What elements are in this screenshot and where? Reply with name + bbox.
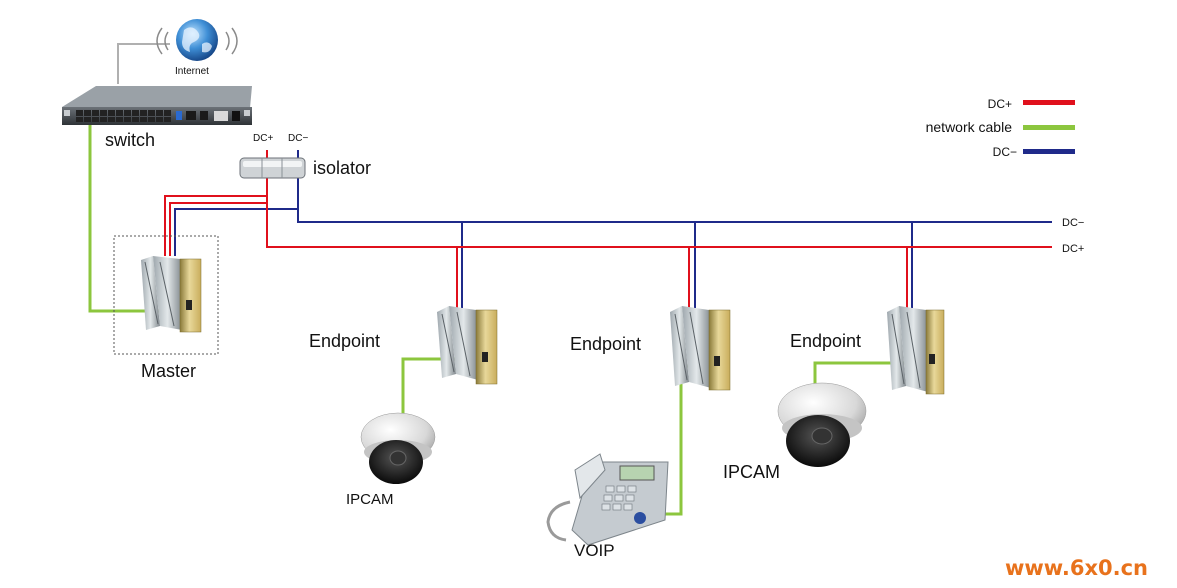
legend-swatch-dc-minus (1023, 149, 1075, 154)
legend-swatch-dc-plus (1023, 100, 1075, 105)
isolator-dc-plus-label: DC+ (253, 133, 273, 144)
voip-phone (546, 453, 669, 546)
dc-minus-wires (174, 150, 1052, 308)
watermark: www.6x0.cn (1005, 556, 1148, 580)
ipcam-label-2: IPCAM (723, 462, 780, 482)
dome-camera-2 (777, 382, 867, 467)
isolator-device (239, 157, 306, 179)
endpoint-label-2: Endpoint (570, 334, 641, 354)
endpoint-device-2 (670, 306, 731, 391)
legend-swatch-network-cable (1023, 125, 1075, 130)
legend: DC+ network cable DC− (926, 97, 1075, 159)
switch-label: switch (105, 130, 155, 150)
isolator-dc-minus-label: DC− (288, 133, 308, 144)
globe-icon (156, 19, 238, 61)
dc-plus-wires (164, 150, 1052, 308)
dome-camera-1 (360, 412, 436, 484)
endpoint-device-1 (437, 306, 498, 385)
endpoint-device-3 (887, 306, 945, 395)
internet-uplink (117, 43, 170, 84)
voip-label: VOIP (574, 541, 615, 560)
isolator-label: isolator (313, 158, 371, 178)
endpoint-label-1: Endpoint (309, 331, 380, 351)
bus-dc-plus-label: DC+ (1062, 243, 1084, 255)
bus-dc-minus-label: DC− (1062, 217, 1084, 229)
master-enclosure (113, 235, 219, 355)
switch-device (62, 86, 252, 125)
endpoint-label-3: Endpoint (790, 331, 861, 351)
master-device (141, 256, 202, 333)
legend-label-dc-plus: DC+ (988, 97, 1012, 111)
internet-label: Internet (175, 66, 209, 77)
legend-label-network-cable: network cable (926, 119, 1013, 135)
legend-label-dc-minus: DC− (993, 145, 1017, 159)
ipcam-label-1: IPCAM (346, 491, 394, 508)
master-label: Master (141, 361, 196, 381)
